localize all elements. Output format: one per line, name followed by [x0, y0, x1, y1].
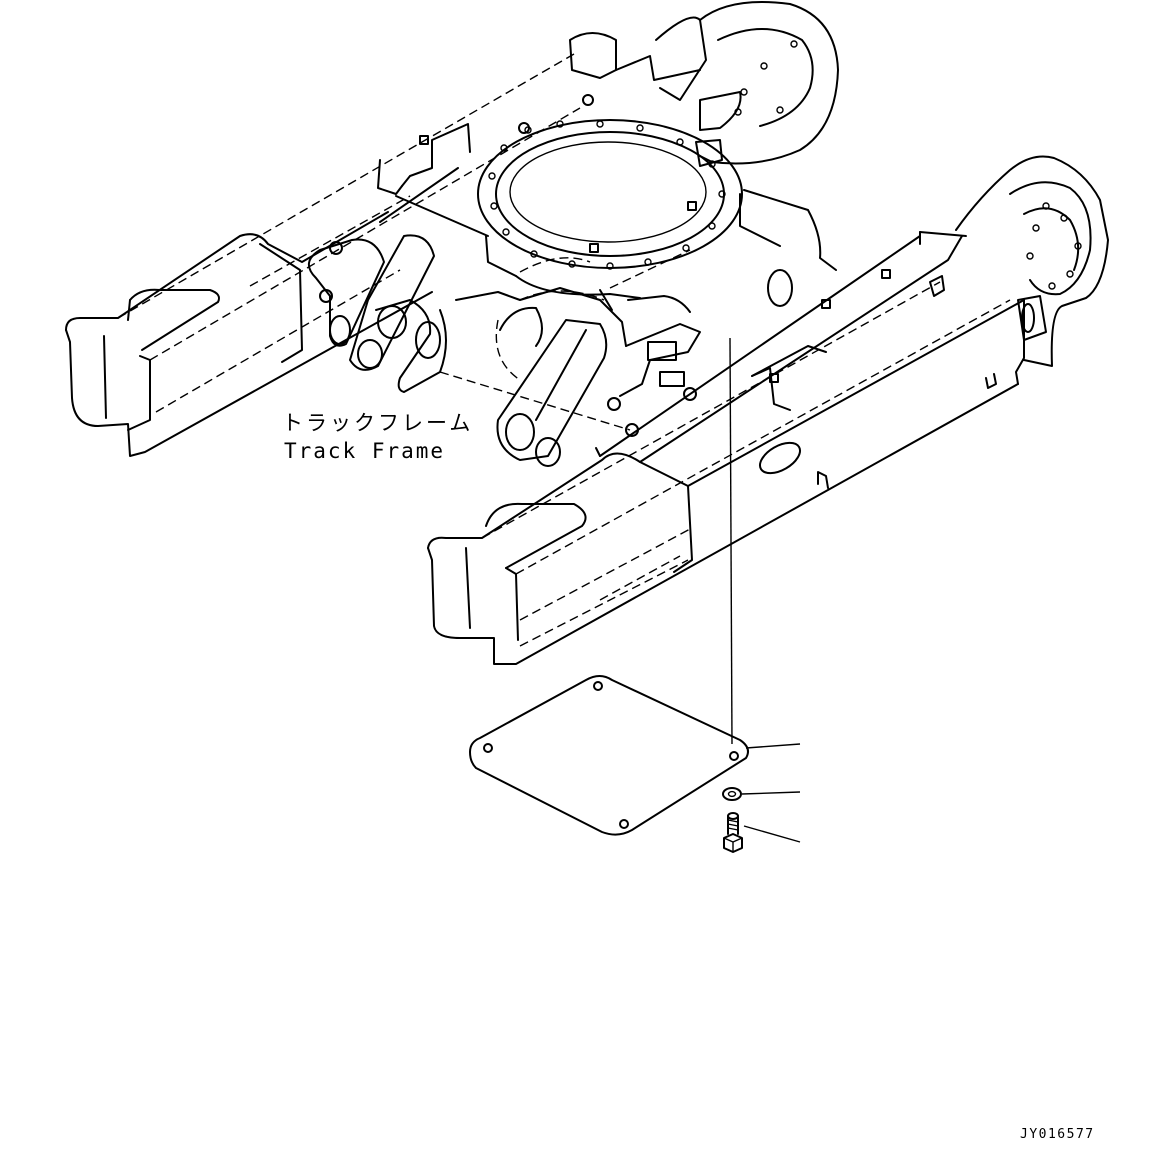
cover-plate-bolt-hole: [729, 751, 739, 761]
lower-sprocket-housing: [955, 155, 1109, 367]
cover-plate-bolt-hole: [619, 819, 629, 829]
part-name-english: Track Frame: [284, 439, 445, 463]
callout-leaders: [741, 743, 801, 843]
upper-sprocket-housing: [655, 1, 839, 167]
cover-plate: [469, 675, 749, 836]
center-frame-body: [379, 119, 837, 431]
upper-side-frame: [65, 32, 701, 457]
cover-plate-bolt-hole: [483, 743, 493, 753]
bolt: [723, 812, 743, 853]
assembly-leader-line: [729, 337, 733, 745]
track-frame-assembly: [65, 1, 1109, 745]
callout-leader-bolt: [743, 825, 801, 843]
callout-leader-washer: [741, 791, 801, 795]
part-name-japanese: トラックフレーム: [282, 411, 473, 435]
lower-side-frame: [427, 231, 1025, 665]
washer: [722, 787, 742, 801]
cover-plate-bolt-hole: [593, 681, 603, 691]
drawing-number: JY016577: [1020, 1127, 1095, 1142]
front-brackets: [308, 94, 701, 467]
callout-leader-cover-plate: [745, 743, 801, 749]
